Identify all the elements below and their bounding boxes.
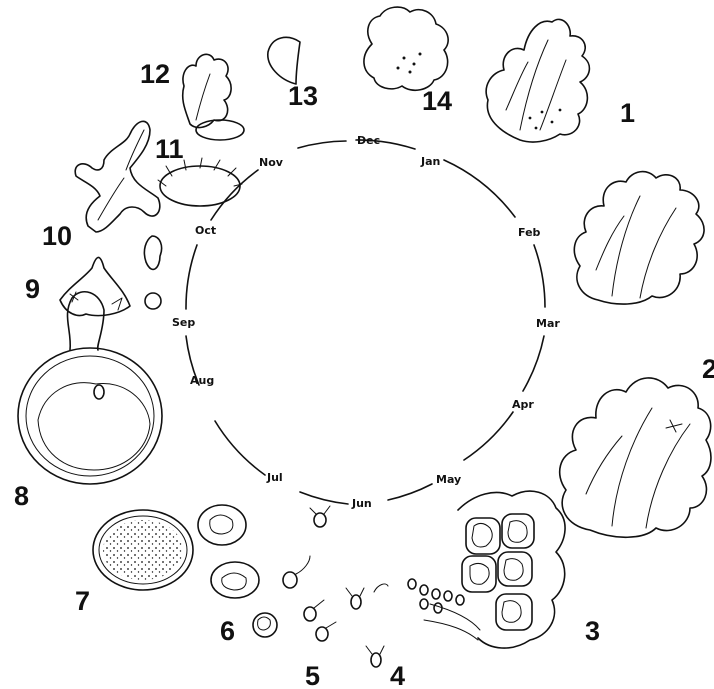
stage-7-cysts-illustration	[93, 505, 259, 598]
stage-number-7: 7	[75, 586, 90, 616]
stage-number-14: 14	[422, 86, 452, 116]
stage-3-cells-illustration	[424, 491, 565, 648]
month-label-may: May	[436, 473, 461, 486]
month-label-dec: Dec	[357, 134, 380, 147]
stage-5-swimming-cells-illustration	[283, 506, 336, 641]
stage-number-13: 13	[288, 81, 318, 111]
stage-number-8: 8	[14, 481, 29, 511]
stage-number-labels: 1 2 3 4 5 6 7 8 9 10 11 12 13 14	[14, 59, 714, 689]
stage-9-germination-illustration	[60, 236, 162, 316]
month-label-mar: Mar	[536, 317, 560, 330]
month-label-sep: Sep	[172, 316, 195, 329]
month-label-jan: Jan	[420, 155, 440, 168]
month-label-oct: Oct	[195, 224, 216, 237]
stage-number-12: 12	[140, 59, 170, 89]
stage-6-cell-illustration	[253, 613, 277, 637]
stage-number-1: 1	[620, 98, 635, 128]
stage-number-5: 5	[305, 661, 320, 689]
month-label-jul: Jul	[266, 471, 283, 484]
stage-2-frond-illustration	[560, 172, 711, 538]
month-cycle-ring	[186, 140, 545, 504]
month-label-nov: Nov	[259, 156, 284, 169]
stage-number-4: 4	[390, 661, 405, 689]
month-label-feb: Feb	[518, 226, 541, 239]
stage-8-sporangium-illustration	[18, 292, 162, 484]
stage-12-young-thallus-illustration	[183, 54, 244, 140]
stage-13-spore-illustration	[268, 37, 300, 84]
month-label-apr: Apr	[512, 398, 534, 411]
stage-4-zoospores-illustration	[346, 579, 464, 667]
stage-1-frond-illustration	[486, 19, 589, 142]
stage-number-3: 3	[585, 616, 600, 646]
stage-number-9: 9	[25, 274, 40, 304]
stage-number-6: 6	[220, 616, 235, 646]
stage-11-filament-tuft-illustration	[158, 158, 242, 206]
stage-10-branched-thallus-illustration	[75, 121, 160, 232]
stage-number-10: 10	[42, 221, 72, 251]
month-label-jun: Jun	[351, 497, 372, 510]
month-labels: Dec Jan Feb Mar Apr May Jun Jul Aug Sep …	[172, 134, 560, 510]
stage-number-2: 2	[702, 354, 714, 384]
stage-number-11: 11	[155, 134, 184, 164]
month-label-aug: Aug	[190, 374, 214, 387]
stage-14-blade-illustration	[364, 7, 448, 90]
